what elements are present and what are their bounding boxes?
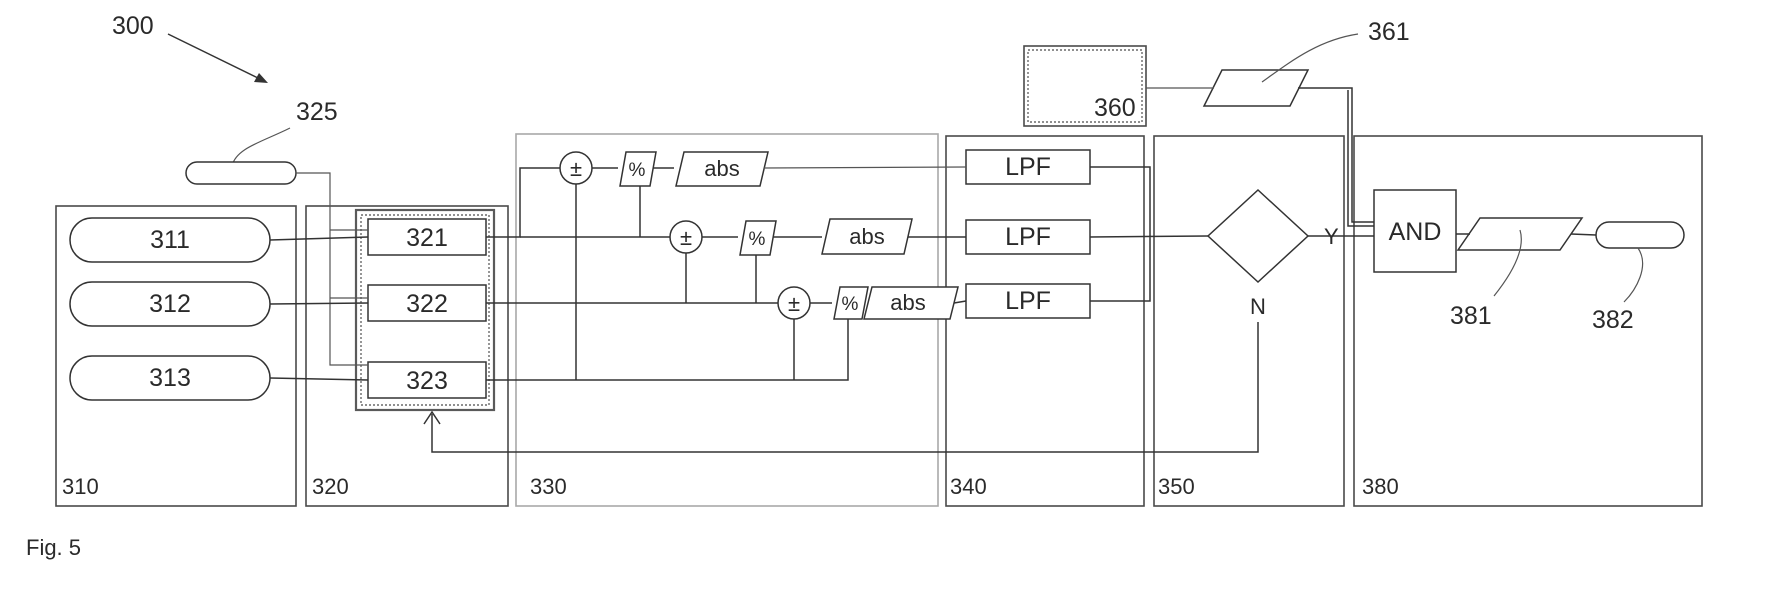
output-381 (1458, 218, 1582, 250)
abs-3-label: abs (890, 290, 925, 315)
panel-380-label: 380 (1362, 474, 1399, 499)
abs-2-label: abs (849, 224, 884, 249)
selector-321-label: 321 (406, 224, 448, 252)
lpf-2-label: LPF (1005, 223, 1051, 251)
wire-abs-1-lpf (764, 167, 966, 168)
ref-360-label: 360 (1094, 94, 1136, 122)
figure-caption: Fig. 5 (26, 535, 81, 560)
ref-382-leader (1624, 248, 1643, 302)
ref-325-leader (232, 128, 290, 166)
panel-340-label: 340 (950, 474, 987, 499)
ref-361-label: 361 (1368, 18, 1410, 46)
selector-322-label: 322 (406, 290, 448, 318)
panel-340 (946, 136, 1144, 506)
panel-350 (1154, 136, 1344, 506)
ref-325-label: 325 (296, 98, 338, 126)
ref-381-label: 381 (1450, 302, 1492, 330)
ref-300-arrowhead (254, 73, 268, 83)
decision-no-label: N (1250, 294, 1266, 319)
lpf-3-label: LPF (1005, 287, 1051, 315)
wire-decision-no (432, 322, 1258, 452)
pct-3-label: % (842, 294, 859, 315)
lpf-1-label: LPF (1005, 153, 1051, 181)
ref-382-label: 382 (1592, 306, 1634, 334)
diff-3-label: ± (788, 291, 800, 316)
pct-2-label: % (749, 229, 766, 250)
pct-1-label: % (629, 160, 646, 181)
input-313-label: 313 (149, 364, 191, 392)
abs-1-label: abs (704, 156, 739, 181)
input-311-label: 311 (150, 226, 190, 254)
decision-diamond (1208, 190, 1308, 282)
ref-300-label: 300 (112, 12, 154, 40)
panel-320-label: 320 (312, 474, 349, 499)
diff-1-label: ± (570, 156, 582, 181)
panel-310-label: 310 (62, 474, 99, 499)
panel-330 (516, 134, 938, 506)
selector-323-label: 323 (406, 367, 448, 395)
ref-300-arrow (168, 34, 262, 80)
wire-abs-3-lpf (954, 301, 966, 303)
wire-lpf-collector (1090, 167, 1208, 301)
panel-350-label: 350 (1158, 474, 1195, 499)
wire-311-321 (270, 237, 368, 240)
and-gate-label: AND (1389, 218, 1442, 246)
wire-361-and (1298, 88, 1374, 226)
input-312-label: 312 (149, 290, 191, 318)
wire-312-322 (270, 303, 368, 304)
signal-361 (1204, 70, 1308, 106)
panel-330-label: 330 (530, 474, 567, 499)
output-382 (1596, 222, 1684, 248)
wire-321-out (486, 168, 560, 237)
wire-381-382 (1571, 234, 1596, 235)
wire-313-323 (270, 378, 368, 380)
diff-2-label: ± (680, 225, 692, 250)
control-325 (186, 162, 296, 184)
